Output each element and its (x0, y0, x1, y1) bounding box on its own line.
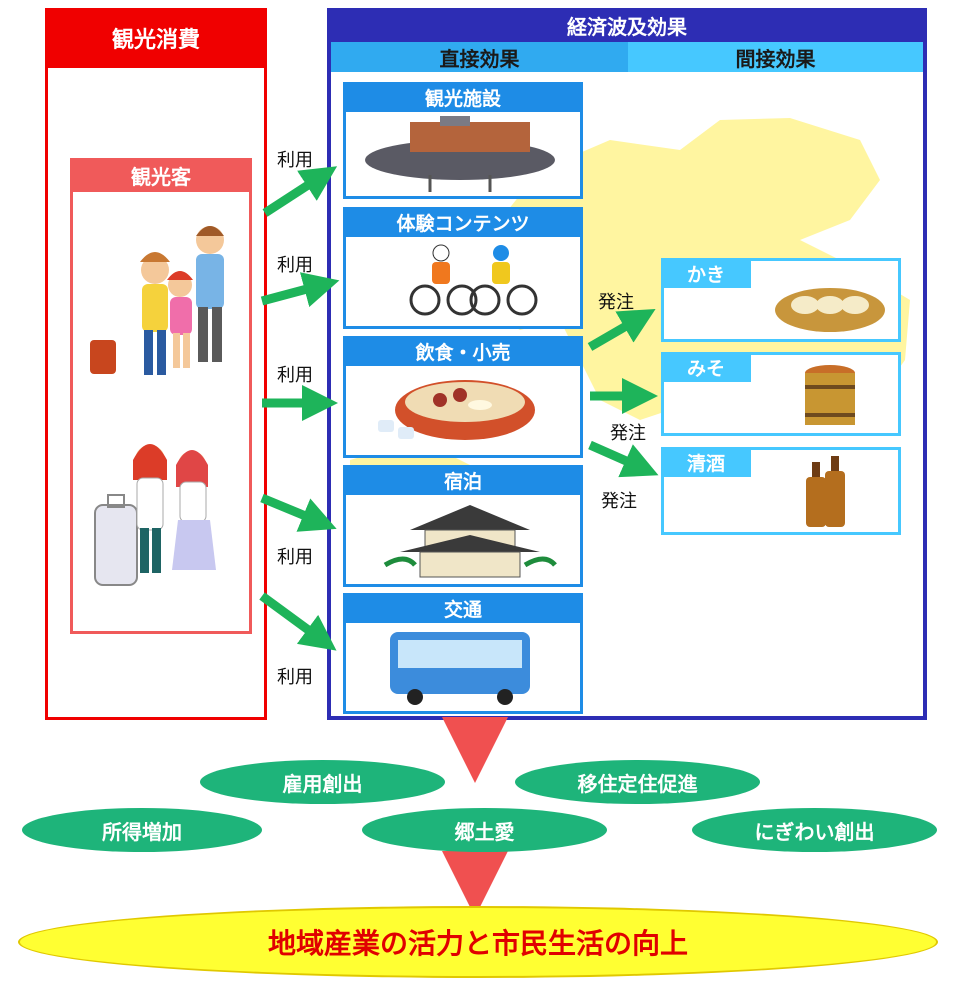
use-arrow-2 (260, 272, 340, 308)
outcome-hometown-love: 郷土愛 (362, 808, 607, 852)
use-label-5: 利用 (277, 667, 313, 688)
order-arrow-3 (588, 440, 659, 478)
cyclists-icon (409, 244, 538, 316)
use-label-4: 利用 (277, 547, 313, 568)
direct-label-lodging: 宿泊 (343, 465, 583, 495)
economic-ripple-title: 経済波及効果 (327, 8, 927, 42)
use-arrow-1 (262, 166, 338, 217)
outcome-income: 所得増加 (22, 808, 262, 852)
submarine-icon (365, 116, 555, 192)
japanese-inn-icon (383, 505, 557, 578)
family-tourists-icon (90, 226, 224, 375)
use-label-1: 利用 (277, 150, 313, 171)
order-arrow-1 (587, 308, 656, 351)
indirect-label-oyster: かき (661, 258, 751, 288)
outcome-migration: 移住定住促進 (515, 760, 760, 804)
direct-label-tourist-facility: 観光施設 (343, 82, 583, 112)
tourism-consumption-title: 観光消費 (45, 8, 267, 68)
hotpot-icon (378, 380, 535, 440)
tourist-title: 観光客 (70, 158, 252, 192)
goal-banner: 地域産業の活力と市民生活の向上 (18, 906, 938, 978)
order-label-3: 発注 (601, 491, 637, 512)
sake-bottles-icon (806, 456, 845, 527)
indirect-label-miso: みそ (661, 352, 751, 382)
outcome-employment: 雇用創出 (200, 760, 445, 804)
oyster-basket-icon (775, 288, 885, 332)
direct-label-transport: 交通 (343, 593, 583, 623)
use-arrow-5 (259, 592, 337, 651)
use-label-2: 利用 (277, 255, 313, 276)
direct-effect-header: 直接効果 (331, 42, 628, 72)
outcome-liveliness: にぎわい創出 (692, 808, 937, 852)
indirect-label-sake: 清酒 (661, 447, 751, 477)
direct-label-experience: 体験コンテンツ (343, 207, 583, 237)
direct-label-food-retail: 飲食・小売 (343, 336, 583, 366)
use-label-3: 利用 (277, 365, 313, 386)
indirect-effect-header: 間接効果 (628, 42, 923, 72)
girls-with-suitcase-icon (94, 444, 216, 586)
order-label-1: 発注 (598, 292, 634, 313)
miso-barrel-icon (805, 365, 855, 425)
bus-icon (390, 632, 530, 705)
use-arrow-4 (260, 493, 337, 532)
order-label-2: 発注 (610, 423, 646, 444)
